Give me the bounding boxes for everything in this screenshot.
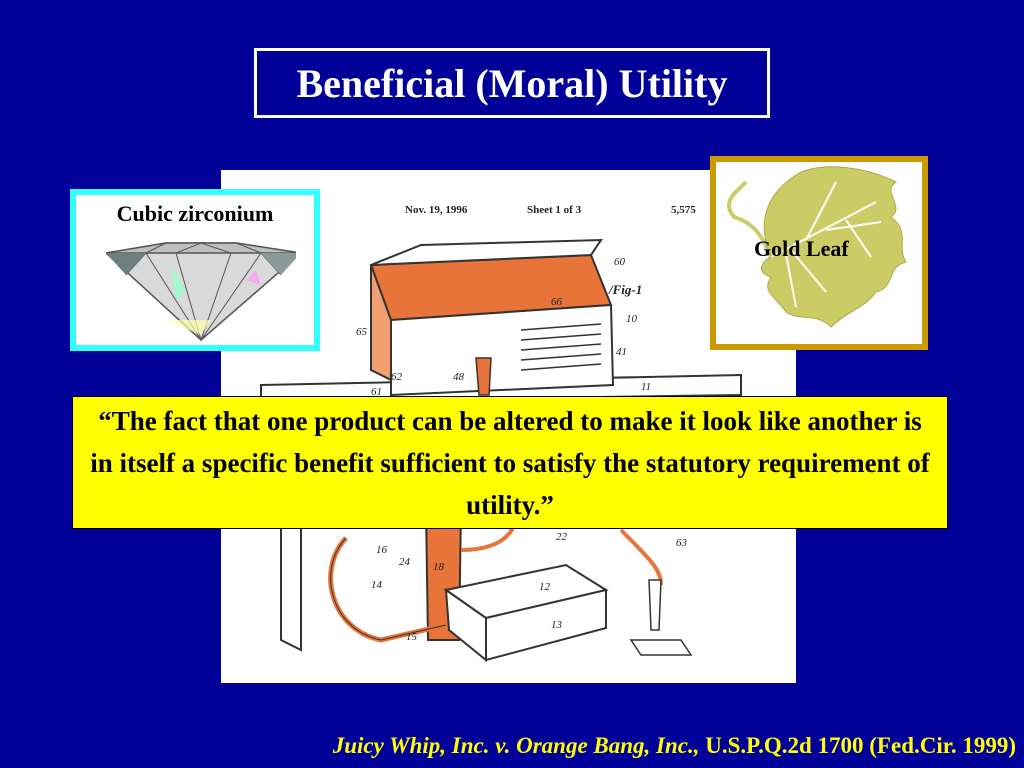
- quote-box: “The fact that one product can be altere…: [72, 396, 948, 529]
- ref-66: 66: [551, 296, 563, 308]
- utility-quote: “The fact that one product can be altere…: [90, 405, 930, 520]
- ref-14: 14: [371, 579, 383, 591]
- patent-header-date: Nov. 19, 1996: [405, 204, 468, 216]
- ref-22: 22: [556, 531, 568, 543]
- title-box: Beneficial (Moral) Utility: [254, 48, 770, 118]
- figure-label: /Fig-1: [608, 282, 642, 297]
- ref-48: 48: [453, 371, 465, 383]
- ref-62: 62: [391, 371, 403, 383]
- gold-leaf-box: Gold Leaf: [710, 156, 928, 350]
- ref-61: 61: [371, 386, 382, 398]
- cubic-zirconium-box: Cubic zirconium: [70, 189, 320, 351]
- ref-24: 24: [399, 556, 411, 568]
- cubic-zirconium-label: Cubic zirconium: [116, 201, 274, 226]
- case-reporter: U.S.P.Q.2d 1700 (Fed.Cir. 1999): [699, 733, 1016, 758]
- patent-header-number: 5,575: [671, 204, 696, 216]
- ref-11: 11: [641, 381, 651, 393]
- ref-65: 65: [356, 326, 368, 338]
- gold-leaf-label: Gold Leaf: [754, 236, 849, 261]
- ref-18: 18: [433, 561, 445, 573]
- ref-63: 63: [676, 537, 688, 549]
- leaf-icon: [726, 166, 907, 328]
- patent-header-sheet: Sheet 1 of 3: [527, 204, 582, 216]
- case-citation: Juicy Whip, Inc. v. Orange Bang, Inc., U…: [333, 733, 1016, 759]
- dispenser-illustration: 60 66 65 10 41 62 48 61 11 22 63 16 24 1…: [260, 238, 742, 663]
- ref-16: 16: [376, 544, 388, 556]
- ref-13: 13: [551, 619, 563, 631]
- ref-41: 41: [616, 346, 627, 358]
- ref-15: 15: [406, 631, 418, 643]
- slide-title: Beneficial (Moral) Utility: [296, 60, 728, 106]
- ref-10: 10: [626, 313, 638, 325]
- ref-12: 12: [539, 581, 551, 593]
- diamond-icon: [106, 242, 296, 342]
- case-name: Juicy Whip, Inc. v. Orange Bang, Inc.,: [332, 733, 700, 758]
- ref-60: 60: [614, 256, 626, 268]
